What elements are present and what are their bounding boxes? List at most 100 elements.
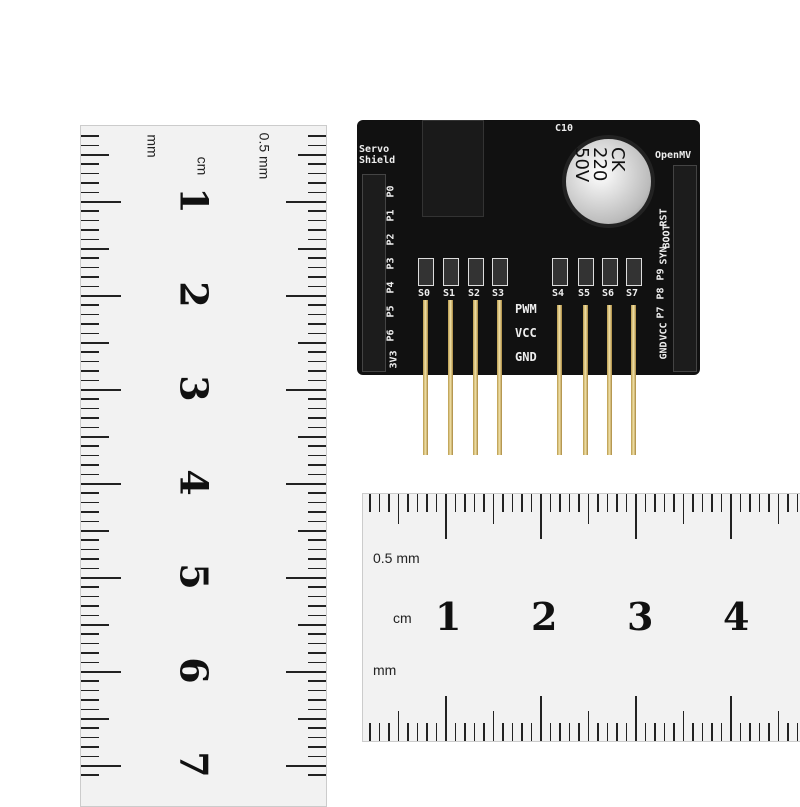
ruler-tick — [81, 633, 99, 635]
ruler-number: 5 — [171, 563, 217, 590]
ruler-tick — [286, 671, 326, 673]
ruler-tick — [397, 711, 399, 741]
ruler-tick — [81, 210, 99, 212]
ruler-tick — [308, 332, 326, 335]
ruler-tick — [308, 699, 326, 701]
pin-label-left: P5 — [385, 305, 397, 318]
ruler-tick — [81, 567, 99, 570]
ruler-tick — [616, 494, 618, 512]
pin-label-right: BOOT — [661, 224, 673, 249]
ruler-tick — [81, 539, 99, 541]
ruler-tick — [644, 494, 646, 512]
ruler-tick — [81, 191, 99, 194]
ruler-tick — [777, 711, 779, 741]
pin-label-left: 3V3 — [388, 350, 400, 369]
ruler-tick — [426, 494, 428, 512]
ruler-tick — [81, 605, 99, 607]
ruler-tick — [286, 201, 326, 203]
ruler-tick — [81, 436, 109, 438]
ruler-tick — [559, 723, 561, 741]
capacitor-text: CK 220 50V — [571, 147, 628, 183]
ruler-tick — [81, 530, 109, 532]
servo-label: S2 — [468, 288, 481, 299]
ruler-tick — [435, 494, 437, 512]
ruler-tick — [692, 723, 694, 741]
ruler-tick — [81, 736, 99, 739]
resistor — [602, 258, 618, 286]
ruler-tick — [644, 723, 646, 741]
ruler-tick — [81, 680, 99, 682]
ruler-tick — [81, 520, 99, 523]
ruler-tick — [308, 746, 326, 748]
ruler-tick — [777, 494, 779, 524]
ruler-tick — [308, 755, 326, 758]
ruler-tick — [730, 696, 732, 741]
pin-label-left: P6 — [385, 329, 397, 342]
ruler-tick — [559, 494, 561, 512]
pin-label-left: P3 — [385, 257, 397, 270]
ruler-tick — [663, 723, 665, 741]
ruler-tick — [308, 182, 326, 184]
ruler-tick — [530, 494, 532, 512]
ruler-tick — [286, 483, 326, 485]
ruler-tick — [682, 711, 684, 741]
ruler-tick — [81, 492, 99, 494]
ruler-tick — [308, 257, 326, 259]
resistor — [418, 258, 434, 286]
ruler-tick — [81, 445, 99, 447]
ruler-tick — [308, 642, 326, 645]
ruler-tick — [625, 723, 627, 741]
ruler-tick — [308, 652, 326, 654]
ruler-tick — [749, 494, 751, 512]
ruler-tick — [616, 723, 618, 741]
header-pin — [448, 300, 453, 455]
ruler-tick — [81, 323, 99, 325]
ruler-number: 3 — [171, 375, 217, 402]
ruler-tick — [388, 494, 390, 512]
cm-label: cm — [194, 156, 211, 176]
ruler-tick — [81, 342, 109, 344]
ruler-tick — [308, 595, 326, 598]
ruler-tick — [308, 172, 326, 175]
pin-label-left: P0 — [385, 185, 397, 198]
ruler-tick — [286, 577, 326, 579]
ruler-tick — [720, 723, 722, 741]
ruler-tick — [464, 494, 466, 512]
ruler-tick — [787, 723, 789, 741]
servo-label: S1 — [443, 288, 456, 299]
ruler-tick — [308, 238, 326, 241]
ruler-tick — [81, 295, 121, 297]
header-pin — [607, 305, 612, 455]
ruler-tick — [435, 723, 437, 741]
ruler-tick — [635, 494, 637, 539]
ruler-tick — [473, 494, 475, 512]
ruler-tick — [308, 492, 326, 494]
pin-label-right: P7 — [655, 306, 667, 319]
ruler-tick — [502, 494, 504, 512]
ruler-tick — [298, 624, 326, 626]
ruler-tick — [81, 586, 99, 588]
ruler-tick — [308, 407, 326, 410]
ruler-tick — [483, 723, 485, 741]
ruler-tick — [81, 407, 99, 410]
ruler-tick — [81, 370, 99, 372]
ruler-tick — [578, 723, 580, 741]
ruler-tick — [521, 723, 523, 741]
ruler-number: 2 — [531, 594, 558, 639]
resistor — [626, 258, 642, 286]
ruler-tick — [308, 501, 326, 504]
ruler-tick — [308, 520, 326, 523]
header-pin — [557, 305, 562, 455]
ruler-tick — [81, 689, 99, 692]
ruler-tick — [81, 652, 99, 654]
ruler-tick — [540, 494, 542, 539]
ruler-number: 1 — [171, 187, 217, 214]
ruler-tick — [711, 723, 713, 741]
ruler-tick — [308, 774, 326, 776]
pin-label-left: P4 — [385, 281, 397, 294]
ruler-tick — [81, 718, 109, 720]
pin-label-right: P8 — [655, 287, 667, 300]
ruler-tick — [369, 723, 371, 741]
ruler-tick — [81, 671, 121, 673]
